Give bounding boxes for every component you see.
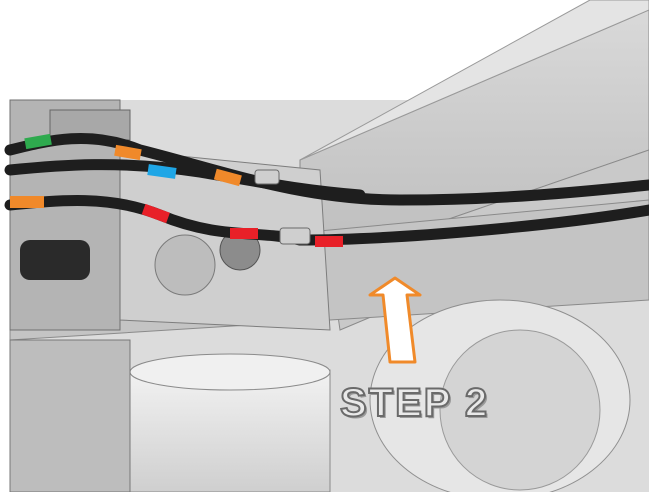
band-red-1 (141, 203, 170, 224)
hose-coupler (254, 169, 280, 185)
hose-3 (4, 195, 649, 246)
air-tank-end (129, 353, 331, 391)
hose-2 (4, 159, 366, 201)
band-orange-left (10, 196, 44, 208)
band-orange-1 (114, 144, 142, 161)
band-blue (147, 164, 177, 179)
gladhand-fitting (279, 227, 311, 245)
lower-left-component (9, 339, 131, 492)
step-label: STEP 2 (339, 380, 490, 426)
up-pointing-arrow (368, 276, 422, 364)
bracket-cutout (154, 234, 216, 296)
band-red-2 (230, 228, 258, 239)
band-red-3 (315, 236, 343, 247)
wheel-hub (439, 329, 601, 491)
valve-cap (20, 240, 90, 280)
air-brake-hoses (4, 132, 649, 246)
band-orange-2 (213, 168, 242, 187)
frame-rail-top-flange (299, 0, 649, 161)
band-green (24, 133, 52, 150)
